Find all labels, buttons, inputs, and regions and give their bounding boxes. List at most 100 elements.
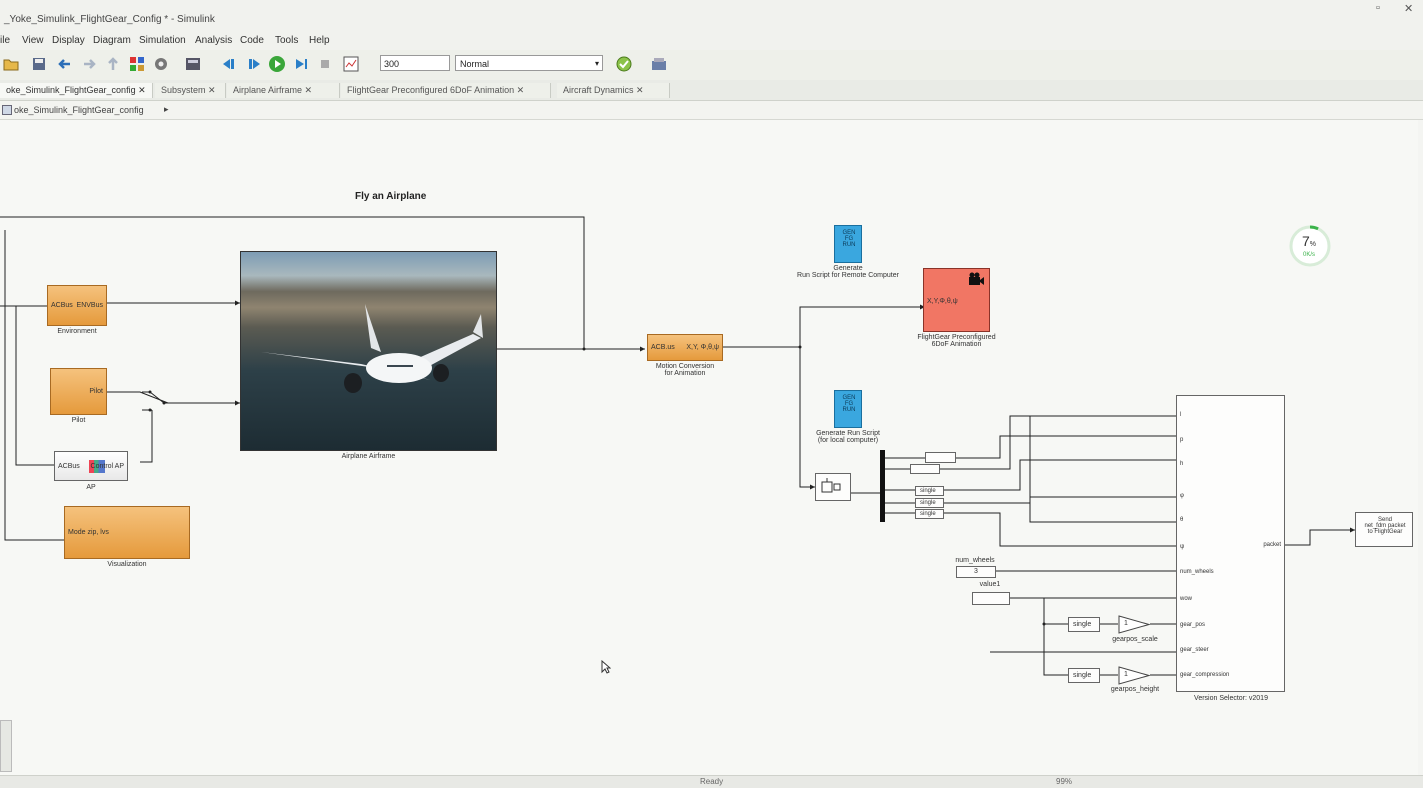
mux-bar[interactable] [880, 450, 885, 522]
camera-icon [969, 272, 984, 285]
zoom-level: 99% [1056, 777, 1073, 786]
breadcrumb-item[interactable]: oke_Simulink_FlightGear_config [14, 105, 144, 115]
block-text: Send net_fdm packet to FlightGear [1364, 517, 1406, 535]
step-back-icon[interactable] [220, 55, 238, 73]
tab-subsystem[interactable]: Subsystem ✕ [155, 83, 226, 98]
environment-label: Environment [57, 328, 97, 335]
chevron-down-icon: ▾ [594, 59, 599, 68]
tab-main-model[interactable]: oke_Simulink_FlightGear_config ✕ [0, 83, 153, 98]
menu-file[interactable]: ile [0, 35, 11, 46]
block-text: single [920, 511, 936, 517]
single-convert-3[interactable]: single [915, 509, 944, 519]
flightgear-animation-block[interactable]: X,Y,Φ,θ,ψ [923, 268, 990, 332]
save-icon[interactable] [30, 55, 48, 73]
signal-lines [0, 216, 1355, 676]
generate-run-script-remote-block[interactable]: GEN FG RUN [834, 225, 862, 263]
menu-diagram[interactable]: Diagram [93, 35, 131, 46]
single-convert-gear-2[interactable]: single [1068, 668, 1100, 683]
diagram-title: Fly an Airplane [355, 191, 427, 202]
up-arrow-icon[interactable] [104, 55, 122, 73]
value1-constant[interactable] [972, 592, 1010, 605]
model-advisor-icon[interactable] [615, 55, 633, 73]
port-label: ACBus [51, 302, 73, 309]
mouse-cursor-icon [601, 660, 611, 674]
port-label: X,Y,Φ,θ,ψ [927, 298, 958, 305]
network-progress-widget[interactable]: 7% 0K/s [1288, 224, 1332, 268]
block-text: 1 [1124, 671, 1128, 678]
block-text: single [1073, 672, 1092, 679]
port-label: Control AP [90, 463, 124, 470]
single-convert-gear-1[interactable]: single [1068, 617, 1100, 632]
close-icon[interactable]: ✕ [138, 85, 146, 95]
port-label: num_wheels [1180, 569, 1214, 575]
num-wheels-constant[interactable]: 3 [956, 566, 996, 578]
diagram-canvas[interactable]: Fly an Airplane ACBus ENVBus Environment… [0, 120, 1418, 775]
build-model-icon[interactable] [650, 55, 668, 73]
menu-display[interactable]: Display [52, 35, 85, 46]
run-play-icon[interactable] [268, 55, 286, 73]
send-net-fdm-block[interactable]: Send net_fdm packet to FlightGear [1355, 512, 1413, 547]
port-label: ENVBus [76, 302, 103, 309]
tab-label: oke_Simulink_FlightGear_config [6, 85, 136, 95]
bus-selector-block[interactable] [815, 473, 851, 501]
airplane-airframe-block[interactable] [240, 251, 497, 451]
single-convert-2[interactable]: single [915, 498, 944, 508]
window-restore-icon[interactable]: ▫ [1376, 2, 1380, 14]
step-forward-icon[interactable] [245, 55, 263, 73]
manual-switch-icon[interactable] [140, 386, 174, 416]
ap-block[interactable]: ACBus Control AP [54, 451, 128, 481]
menu-code[interactable]: Code [240, 35, 264, 46]
close-icon[interactable]: ✕ [636, 85, 644, 95]
window-title: _Yoke_Simulink_FlightGear_Config * - Sim… [4, 14, 215, 25]
tab-flightgear-animation[interactable]: FlightGear Preconfigured 6DoF Animation … [341, 83, 551, 98]
stop-icon[interactable] [316, 55, 334, 73]
simulation-mode-value: Normal [460, 59, 490, 69]
stop-time-input[interactable]: 300 [380, 55, 450, 71]
model-settings-gear-icon[interactable] [152, 55, 170, 73]
library-browser-icon[interactable] [128, 55, 146, 73]
block-text: 3 [974, 568, 978, 575]
back-arrow-icon[interactable] [56, 55, 74, 73]
window-close-icon[interactable]: ✕ [1404, 3, 1414, 15]
step-icon[interactable] [292, 55, 310, 73]
gain-triangle-icon[interactable] [1118, 666, 1150, 685]
tab-aircraft-dynamics[interactable]: Aircraft Dynamics ✕ [557, 83, 670, 98]
forward-arrow-icon[interactable] [80, 55, 98, 73]
port-label: gear_steer [1180, 647, 1209, 653]
menu-help[interactable]: Help [309, 35, 330, 46]
motion-conversion-block[interactable]: ACB.us X,Y, Φ,θ,ψ [647, 334, 723, 361]
open-folder-icon[interactable] [2, 55, 20, 73]
close-icon[interactable]: ✕ [516, 85, 525, 95]
gain-triangle-icon[interactable] [1118, 615, 1150, 634]
pilot-block[interactable]: Pilot [50, 368, 107, 415]
value1-label: value1 [979, 581, 1001, 588]
menu-tools[interactable]: Tools [275, 35, 299, 46]
menu-view[interactable]: View [22, 35, 44, 46]
generate-run-script-local-block[interactable]: GEN FG RUN [834, 390, 862, 428]
block-icon-text: GEN FG RUN [842, 395, 856, 413]
canvas-zoom-controls[interactable] [0, 720, 12, 772]
close-icon[interactable]: ✕ [208, 85, 216, 95]
gearpos-scale-label: gearpos_scale [1112, 636, 1158, 643]
net-fdm-pack-block[interactable]: l p h φ θ ψ num_wheels wow gear_pos gear… [1176, 395, 1285, 692]
window-titlebar: _Yoke_Simulink_FlightGear_Config * - Sim… [0, 0, 1423, 33]
flightgear-animation-label: FlightGear Preconfigured 6DoF Animation [917, 334, 996, 348]
visualization-block[interactable]: Mode zip, lvs [64, 506, 190, 559]
simulation-mode-select[interactable]: Normal ▾ [455, 55, 603, 71]
block-text: single [920, 488, 936, 494]
ap-mini-chart-icon [89, 460, 105, 473]
net-fdm-pack-label: Version Selector: v2019 [1194, 695, 1268, 702]
gain-block-2[interactable] [910, 464, 940, 474]
close-icon[interactable]: ✕ [304, 85, 313, 95]
tab-airplane-airframe[interactable]: Airplane Airframe ✕ [227, 83, 340, 98]
model-icon [2, 105, 12, 115]
environment-block[interactable]: ACBus ENVBus [47, 285, 107, 326]
gain-block-1[interactable] [925, 452, 956, 463]
block-text: single [1073, 621, 1092, 628]
single-convert-1[interactable]: single [915, 486, 944, 496]
port-label: Mode zip, lvs [68, 529, 109, 536]
data-inspector-icon[interactable] [342, 55, 360, 73]
menu-simulation[interactable]: Simulation [139, 35, 186, 46]
menu-analysis[interactable]: Analysis [195, 35, 233, 46]
model-explorer-icon[interactable] [184, 55, 202, 73]
